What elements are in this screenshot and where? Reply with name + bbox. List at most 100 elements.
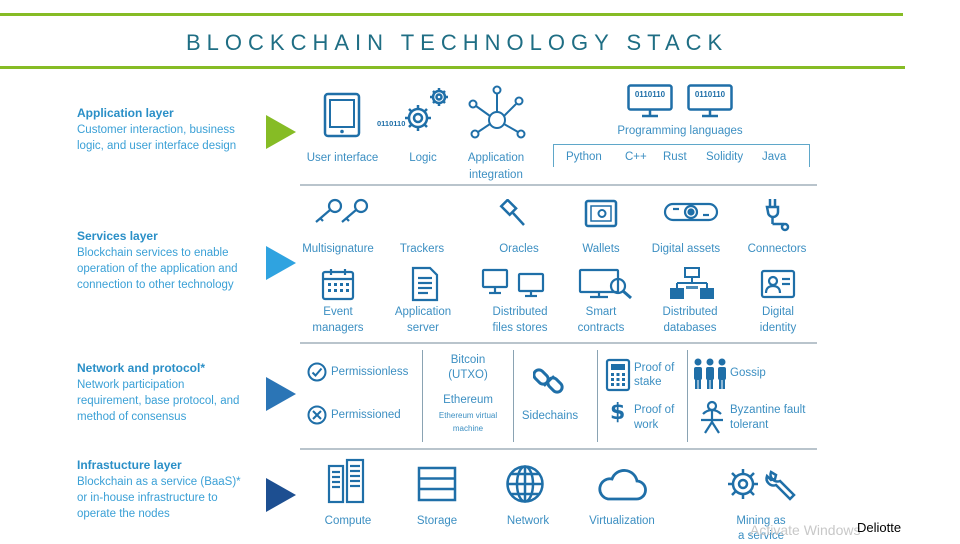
gears-icon	[399, 85, 451, 137]
distributed-files-label-1: Distributed	[492, 306, 548, 318]
chain-link-icon	[533, 365, 565, 397]
activate-windows-watermark: Activate Windows	[750, 522, 861, 538]
separator-2	[300, 342, 817, 344]
layer-title-services: Services layer	[77, 229, 158, 243]
tablet-icon	[323, 92, 361, 138]
oracle-hammer-icon	[498, 199, 528, 229]
dollar-icon: $	[610, 400, 626, 425]
distributed-databases-icon	[669, 266, 715, 302]
connectors-icon	[764, 197, 790, 233]
language-cpp: C++	[625, 151, 647, 163]
page-title: BLOCKCHAIN TECHNOLOGY STACK	[186, 30, 729, 55]
smart-contracts-label-2: contracts	[577, 322, 625, 334]
storage-icon	[417, 466, 457, 502]
divider-net-1	[422, 350, 423, 442]
brand-label: Deliotte	[857, 520, 902, 535]
wallets-label: Wallets	[582, 243, 620, 255]
check-circle-icon	[307, 362, 327, 382]
digital-assets-icon	[663, 200, 719, 224]
network-hub-icon	[466, 80, 528, 142]
digital-identity-icon	[760, 268, 796, 300]
distributed-files-label-2: files stores	[492, 322, 548, 334]
languages-bracket	[553, 144, 810, 167]
separator-3	[300, 448, 817, 450]
application-server-label-1: Application	[394, 306, 452, 318]
digital-identity-label-1: Digital	[762, 306, 794, 318]
storage-label: Storage	[416, 515, 458, 527]
proof-of-work-label-1: Proof of	[634, 404, 675, 416]
mining-label-1: Mining as	[736, 515, 786, 527]
multisignature-label: Multisignature	[302, 243, 374, 255]
layer-desc-network: Network participation requirement, base …	[77, 379, 240, 423]
distributed-files-icon	[481, 268, 547, 298]
cloud-icon	[596, 468, 648, 502]
divider-net-3	[597, 350, 598, 442]
smart-contracts-label-1: Smart	[585, 306, 617, 318]
integration-label-2: integration	[469, 169, 523, 181]
application-server-label-2: server	[407, 322, 439, 334]
people-group-icon	[692, 357, 728, 391]
permissioned-label: Permissioned	[331, 409, 401, 421]
code-monitor-icon	[687, 84, 733, 118]
document-server-icon	[410, 266, 440, 302]
gossip-label: Gossip	[730, 367, 766, 379]
globe-icon	[505, 464, 545, 504]
oracles-label: Oracles	[499, 243, 539, 255]
user-interface-label: User interface	[306, 152, 379, 164]
distributed-databases-label-2: databases	[663, 322, 717, 334]
logic-label: Logic	[409, 152, 437, 164]
calculator-icon	[605, 358, 631, 392]
layer-title-infrastructure: Infrastucture layer	[77, 458, 182, 472]
bitcoin-label-2: (UTXO)	[448, 369, 488, 381]
arrow-infrastructure-icon	[266, 478, 298, 512]
event-managers-label-2: managers	[312, 322, 364, 334]
integration-label-1: Application	[467, 152, 525, 164]
language-java: Java	[762, 151, 787, 163]
calendar-icon	[321, 267, 355, 301]
connectors-label: Connectors	[747, 243, 807, 255]
arrow-application-icon	[266, 115, 298, 149]
evm-label-2: machine	[452, 424, 484, 433]
network-label: Network	[506, 515, 550, 527]
layer-desc-application: Customer interaction, business logic, an…	[77, 124, 237, 152]
byzantine-icon	[697, 400, 727, 436]
digital-assets-label: Digital assets	[651, 243, 721, 255]
binary-small-text: 0110110	[377, 119, 406, 128]
language-rust: Rust	[663, 151, 687, 163]
byzantine-label-2: tolerant	[730, 419, 769, 431]
code-monitor-icon	[627, 84, 673, 118]
divider-net-4	[687, 350, 688, 442]
gear-wrench-icon	[725, 464, 799, 504]
divider-net-2	[513, 350, 514, 442]
trackers-label: Trackers	[399, 243, 445, 255]
top-rule	[0, 13, 903, 16]
language-python: Python	[566, 151, 602, 163]
x-circle-icon	[307, 405, 327, 425]
title-rule	[0, 66, 905, 69]
wallet-safe-icon	[584, 199, 618, 229]
ethereum-label: Ethereum	[443, 394, 493, 406]
digital-identity-label-2: identity	[759, 322, 797, 334]
mining-label-2: a service	[737, 530, 785, 542]
proof-of-stake-label-2: stake	[634, 376, 662, 388]
byzantine-label-1: Byzantine fault	[730, 404, 806, 416]
code-monitor-binary-2: 0110110	[694, 90, 726, 99]
layer-title-application: Application layer	[77, 106, 174, 120]
proof-of-work-label-2: work	[634, 419, 659, 431]
proof-of-stake-label-1: Proof of	[634, 362, 675, 374]
virtualization-label: Virtualization	[589, 515, 655, 527]
compute-label: Compute	[324, 515, 372, 527]
language-solidity: Solidity	[706, 151, 744, 163]
separator-1	[300, 184, 817, 186]
distributed-databases-label-1: Distributed	[662, 306, 718, 318]
arrow-network-icon	[266, 377, 298, 411]
layer-desc-infrastructure: Blockchain as a service (BaaS)* or in-ho…	[77, 476, 241, 520]
event-managers-label-1: Event	[323, 306, 353, 318]
evm-label-1: Ethereum virtual	[438, 411, 498, 420]
server-rack-icon	[327, 458, 365, 504]
bitcoin-label-1: Bitcoin	[450, 354, 486, 366]
permissionless-label: Permissionless	[331, 366, 409, 378]
keys-icon	[313, 197, 371, 227]
smart-contracts-icon	[578, 268, 634, 300]
layer-title-network: Network and protocol*	[77, 361, 206, 375]
